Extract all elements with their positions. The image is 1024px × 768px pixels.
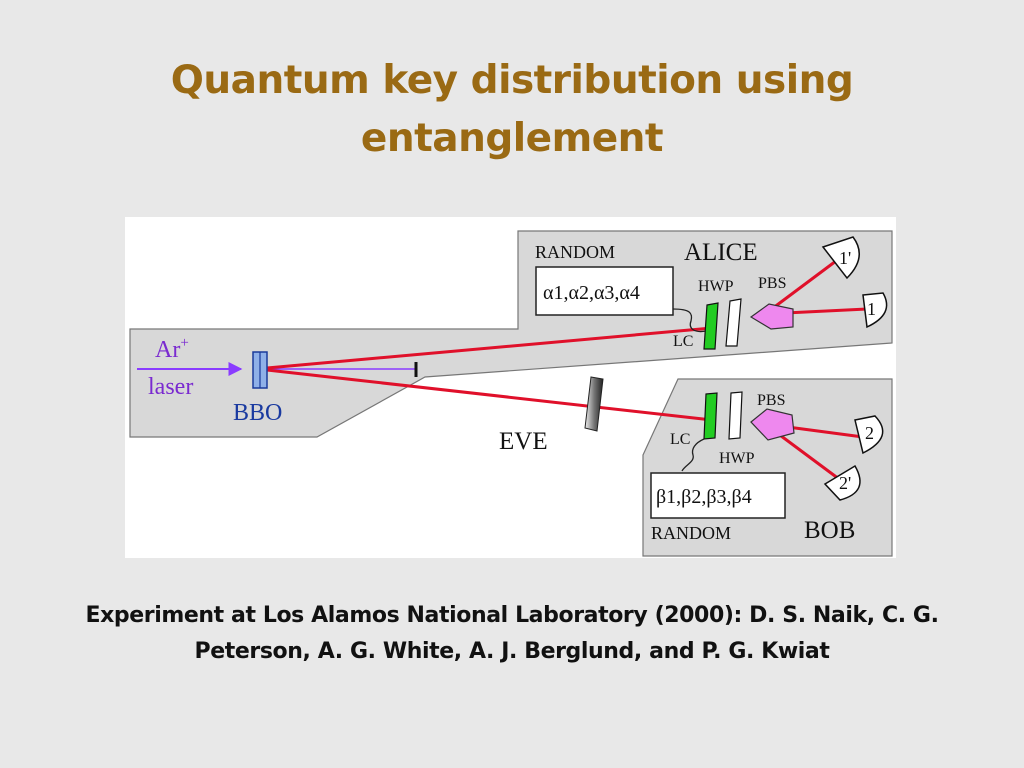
bob-name: BOB <box>804 517 855 544</box>
bob-angle-box <box>650 472 786 519</box>
alice-random-label: RANDOM <box>535 242 615 262</box>
alice-detector-1prime <box>821 236 860 280</box>
slide-title: Quantum key distribution using entanglem… <box>170 58 854 161</box>
bob-lc-label: LC <box>670 431 690 448</box>
eve-element <box>584 376 604 432</box>
alice-angle-box <box>535 266 674 316</box>
bob-hwp <box>728 391 743 440</box>
alice-lc-label: LC <box>673 333 693 350</box>
bob-hwp-label: HWP <box>719 450 755 467</box>
ar-label: Ar+ <box>155 335 189 363</box>
alice-detector-1prime-label: 1' <box>839 248 851 268</box>
alice-beam-out-1prime <box>764 256 841 316</box>
bob-beam <box>266 368 713 422</box>
source-alice-region <box>129 230 893 438</box>
bob-angles: β1,β2,β3,β4 <box>656 486 752 508</box>
alice-angles: α1,α2,α3,α4 <box>543 282 640 304</box>
alice-lc <box>703 302 719 350</box>
setup-diagram: Ar+ laser BBO EVE RANDOM α1,α2,α3,α4 ALI… <box>125 217 896 558</box>
bob-detector-2-label: 2 <box>865 423 874 443</box>
bob-pbs-label: PBS <box>757 392 785 409</box>
alice-pbs <box>749 303 794 330</box>
bob-pbs <box>750 408 795 441</box>
alice-pbs-label: PBS <box>758 275 786 292</box>
alice-control-wire <box>672 308 707 333</box>
bob-detector-2prime-label: 2' <box>839 473 851 493</box>
eve-label: EVE <box>499 428 548 455</box>
bbo-label: BBO <box>233 400 282 426</box>
citation-caption: Experiment at Los Alamos National Labora… <box>85 603 939 664</box>
bob-random-label: RANDOM <box>651 523 731 543</box>
alice-detector-1 <box>862 292 888 329</box>
alice-hwp <box>725 298 742 347</box>
bob-detector-2prime <box>823 464 861 501</box>
setup-diagram-svg: Ar+ laser BBO EVE RANDOM α1,α2,α3,α4 ALI… <box>129 230 893 557</box>
bob-lc <box>703 392 718 440</box>
bob-detector-2 <box>854 415 884 455</box>
alice-name: ALICE <box>684 239 758 266</box>
alice-detector-1-label: 1 <box>867 299 876 319</box>
alice-beam <box>266 326 713 370</box>
bob-control-wire <box>681 438 705 472</box>
alice-hwp-label: HWP <box>698 278 734 295</box>
laser-label: laser <box>148 374 193 400</box>
